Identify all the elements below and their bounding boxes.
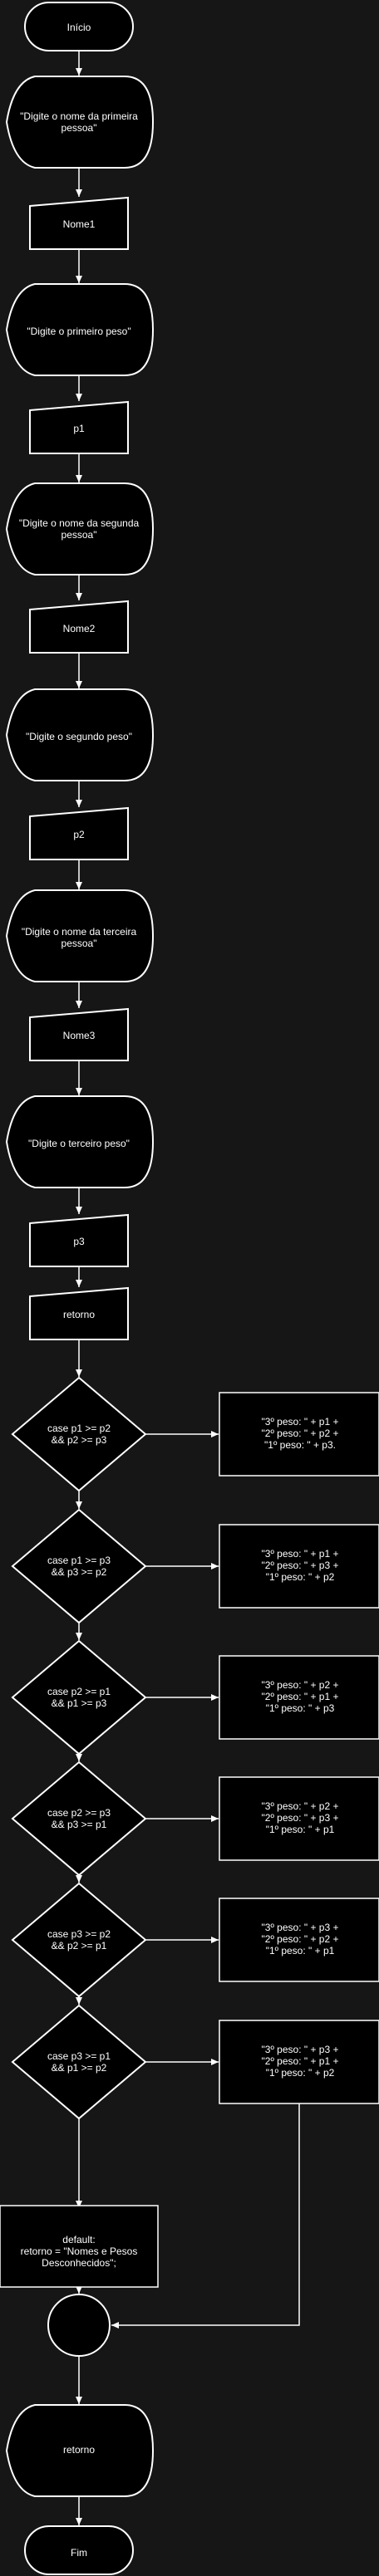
decision-diamond-6 xyxy=(11,2004,147,2120)
input-var-5: Nome3 xyxy=(62,1030,96,1041)
input-shape-6 xyxy=(29,1213,129,1267)
result-box-4 xyxy=(219,1776,379,1861)
merge-connector xyxy=(47,2294,111,2357)
result-box-6 xyxy=(219,2020,379,2104)
input-shape-1 xyxy=(29,196,129,250)
display-shape-5 xyxy=(5,889,155,982)
default-process: default: retorno = "Nomes e Pesos Descon… xyxy=(20,2234,138,2269)
case-condition-6: case p3 >= p1 && p1 >= p2 xyxy=(47,2050,111,2074)
case-condition-4: case p2 >= p3 && p3 >= p1 xyxy=(47,1807,111,1830)
input-var-1: Nome1 xyxy=(62,218,96,230)
case-result-5: "3º peso: " + p3 + "2º peso: " + p2 + "1… xyxy=(261,1922,339,1956)
input-var-6: p3 xyxy=(73,1236,85,1247)
case-condition-5: case p3 >= p2 && p2 >= p1 xyxy=(47,1928,111,1952)
display-prompt-4: "Digite o segundo peso" xyxy=(26,731,132,742)
display-shape-6 xyxy=(5,1095,155,1188)
result-box-3 xyxy=(219,1655,379,1740)
end-terminator xyxy=(24,2525,134,2575)
case-condition-3: case p2 >= p1 && p1 >= p3 xyxy=(47,1686,111,1709)
display-prompt-5: "Digite o nome da terceira pessoa" xyxy=(21,926,137,949)
input-shape-3 xyxy=(29,600,129,654)
display-prompt-6: "Digite o terceiro peso" xyxy=(28,1138,130,1149)
input-shape-2 xyxy=(29,400,129,454)
display-shape-2 xyxy=(5,283,155,376)
result-box-5 xyxy=(219,1898,379,1982)
case-result-3: "3º peso: " + p2 + "2º peso: " + p1 + "1… xyxy=(261,1679,339,1714)
case-condition-2: case p1 >= p3 && p3 >= p2 xyxy=(47,1555,111,1578)
start-terminator xyxy=(24,2,134,51)
display-prompt-3: "Digite o nome da segunda pessoa" xyxy=(18,517,140,541)
case-result-1: "3º peso: " + p1 + "2º peso: " + p2 + "1… xyxy=(261,1416,339,1451)
decision-diamond-2 xyxy=(11,1508,147,1624)
input-shape-7 xyxy=(29,1286,129,1340)
output-display: retorno xyxy=(62,2444,96,2456)
default-process-box xyxy=(0,2205,159,2288)
result-box-1 xyxy=(219,1392,379,1477)
input-var-3: Nome2 xyxy=(62,623,96,634)
case-result-6: "3º peso: " + p3 + "2º peso: " + p1 + "1… xyxy=(261,2044,339,2079)
input-shape-4 xyxy=(29,806,129,860)
case-result-4: "3º peso: " + p2 + "2º peso: " + p3 + "1… xyxy=(261,1800,339,1835)
input-var-4: p2 xyxy=(73,829,85,840)
display-shape-4 xyxy=(5,688,155,781)
display-shape-1 xyxy=(5,76,155,169)
input-retorno: retorno xyxy=(62,1309,96,1320)
decision-diamond-1 xyxy=(11,1376,147,1492)
case-result-2: "3º peso: " + p1 + "2º peso: " + p3 + "1… xyxy=(261,1548,339,1583)
connectors xyxy=(76,51,300,2525)
output-display-shape xyxy=(5,2404,155,2497)
end-label: Fim xyxy=(71,2547,87,2559)
display-prompt-2: "Digite o primeiro peso" xyxy=(27,326,131,337)
case-condition-1: case p1 >= p2 && p2 >= p3 xyxy=(47,1423,111,1446)
display-prompt-1: "Digite o nome da primeira pessoa" xyxy=(20,110,138,134)
start-label: Início xyxy=(66,22,91,33)
result-to-merge-arrow xyxy=(111,2103,300,2329)
input-shape-5 xyxy=(29,1007,129,1061)
decision-diamond-4 xyxy=(11,1761,147,1877)
decision-diamond-5 xyxy=(11,1882,147,1998)
input-var-2: p1 xyxy=(73,423,85,434)
display-shape-3 xyxy=(5,482,155,575)
decision-diamond-3 xyxy=(11,1639,147,1756)
result-box-2 xyxy=(219,1524,379,1609)
